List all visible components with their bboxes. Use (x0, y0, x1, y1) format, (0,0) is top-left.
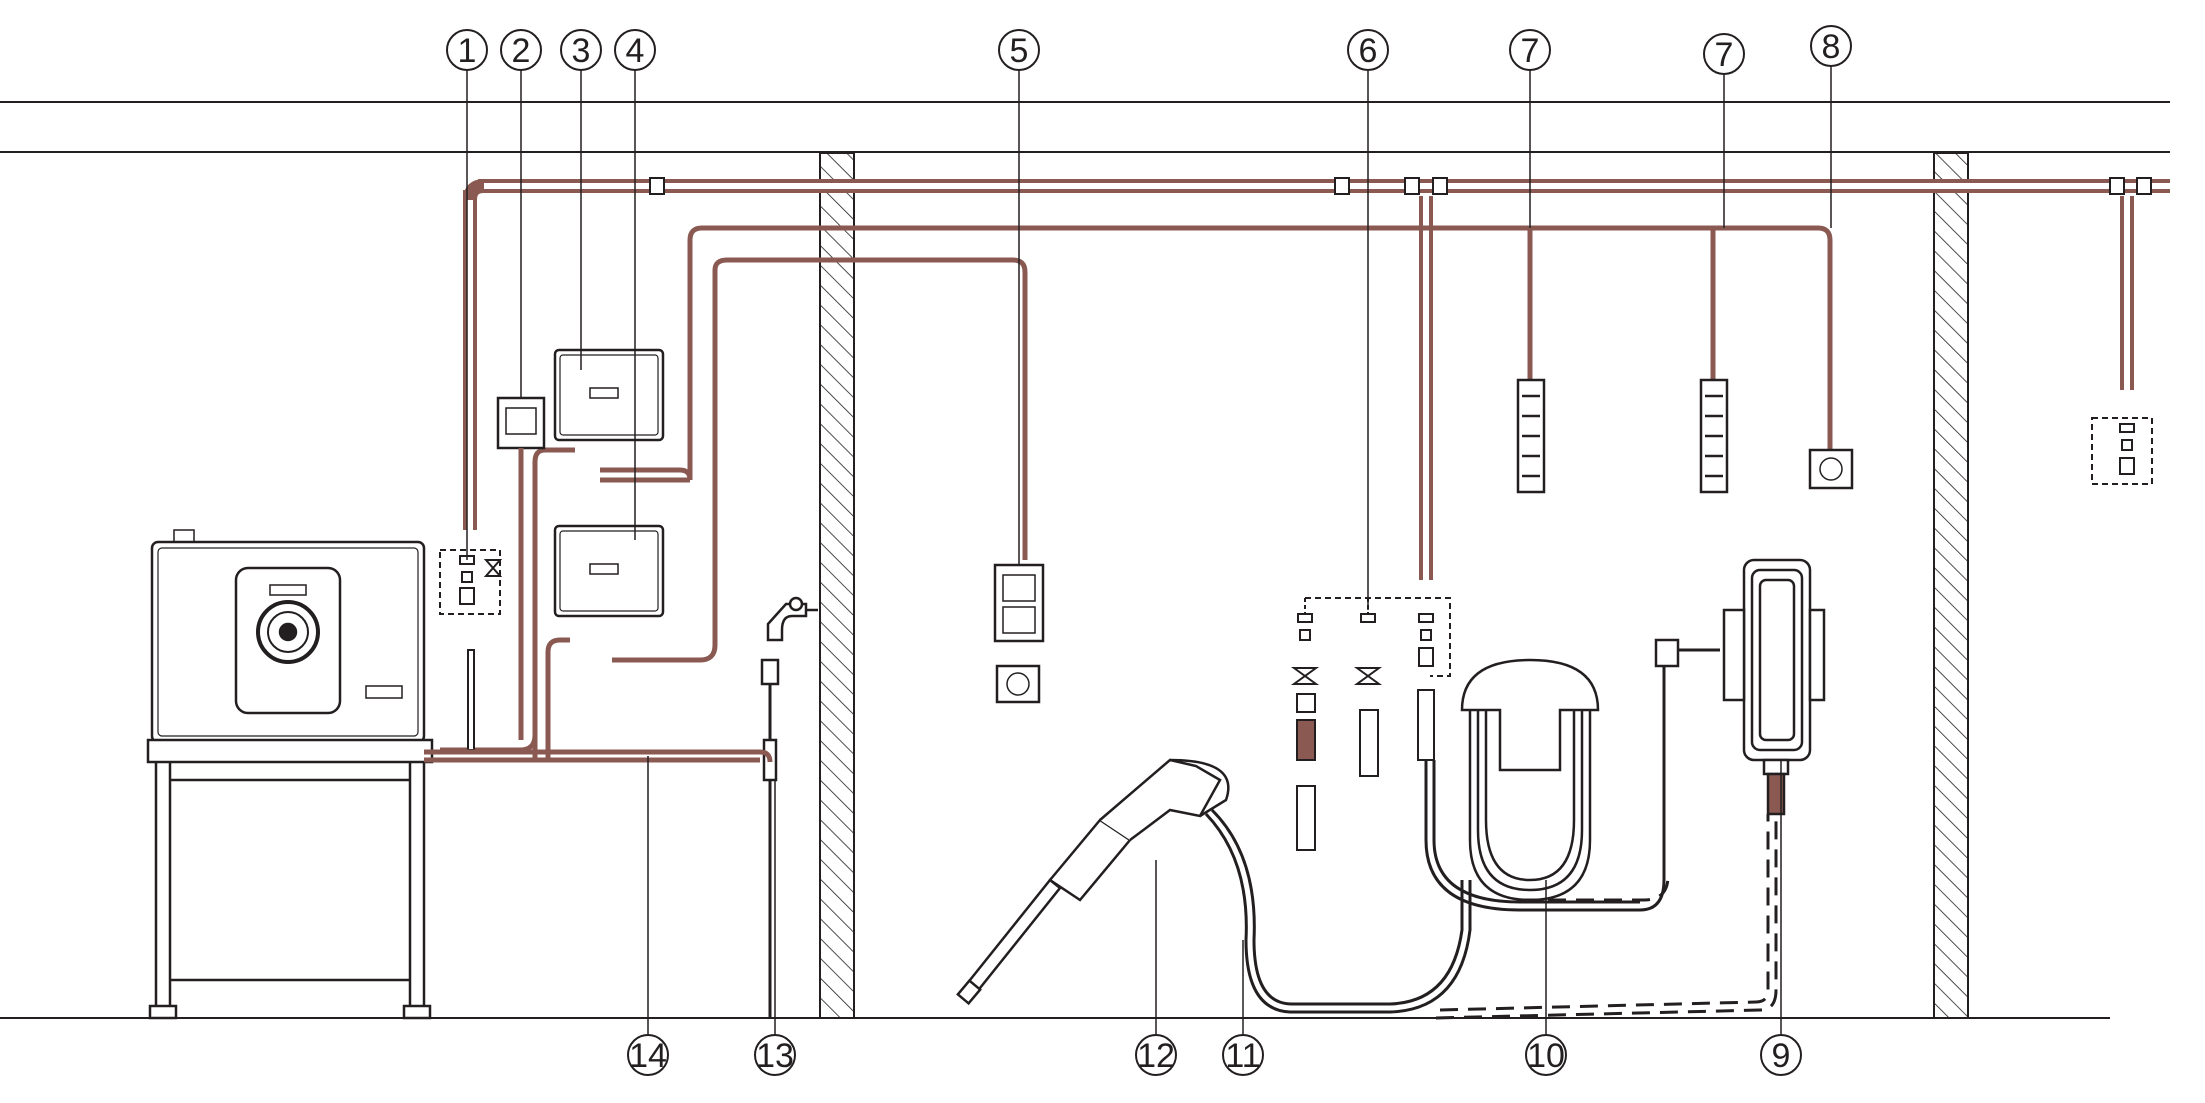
control-box-3 (553, 348, 665, 442)
svg-text:7: 7 (1715, 36, 1734, 74)
svg-text:13: 13 (756, 1037, 794, 1075)
svg-text:3: 3 (572, 32, 591, 70)
valve-icon (483, 559, 503, 577)
wall-socket (1808, 448, 1854, 490)
building-structure (0, 101, 2170, 1019)
water-supply-pipe (424, 749, 773, 763)
outlet-strip-b (1699, 378, 1729, 494)
wall-switch (496, 396, 546, 740)
callout-3: 3 (560, 29, 602, 71)
callout-12: 12 (1135, 1034, 1177, 1076)
callout-8: 8 (1810, 25, 1852, 67)
valve-icon (1290, 667, 1320, 685)
valve-icon (1353, 667, 1383, 685)
hose-reel (1654, 558, 1826, 860)
svg-text:14: 14 (629, 1037, 667, 1075)
svg-text:2: 2 (512, 32, 531, 70)
svg-text:5: 5 (1010, 32, 1029, 70)
hoses (1204, 760, 1778, 1020)
wall-right (1933, 152, 1969, 1019)
wall-left (819, 152, 855, 1019)
svg-text:1: 1 (458, 32, 477, 70)
callout-11: 11 (1222, 1034, 1264, 1076)
callout-leaders (466, 66, 1832, 1048)
callout-7a: 7 (1509, 29, 1551, 71)
callout-6: 6 (1347, 29, 1389, 71)
svg-text:6: 6 (1359, 32, 1378, 70)
svg-text:8: 8 (1822, 28, 1841, 66)
pressure-washer-unit (146, 529, 434, 1020)
wall-sections (819, 152, 1969, 1019)
pipe-couplings (649, 177, 2152, 195)
callouts: 1 2 3 4 5 6 7 7 8 9 10 11 12 13 14 (446, 25, 1852, 1076)
svg-text:11: 11 (1225, 1037, 1260, 1075)
svg-text:4: 4 (626, 32, 645, 70)
hose-holder (1460, 658, 1600, 902)
unit-dial (256, 600, 320, 664)
svg-text:9: 9 (1772, 1037, 1791, 1075)
water-tap (760, 596, 818, 1018)
callout-14: 14 (627, 1034, 669, 1076)
callout-13: 13 (754, 1034, 796, 1076)
callout-1: 1 (446, 29, 488, 71)
svg-text:12: 12 (1137, 1037, 1175, 1075)
callout-5: 5 (998, 29, 1040, 71)
callout-9: 9 (1760, 1034, 1802, 1076)
electrical-conduits (440, 225, 1833, 760)
callout-10: 10 (1525, 1034, 1567, 1076)
main-pipe (463, 179, 2170, 580)
spray-gun (956, 758, 1230, 1006)
outlet-strip-a (1516, 378, 1546, 494)
coupling-set-right (2091, 417, 2153, 485)
callout-7b: 7 (1703, 33, 1745, 75)
dual-switch-panel (993, 563, 1045, 704)
control-box-4 (553, 524, 665, 618)
svg-text:10: 10 (1527, 1037, 1565, 1075)
valve-group (439, 549, 503, 751)
svg-text:7: 7 (1521, 32, 1540, 70)
callout-4: 4 (614, 29, 656, 71)
callout-2: 2 (500, 29, 542, 71)
